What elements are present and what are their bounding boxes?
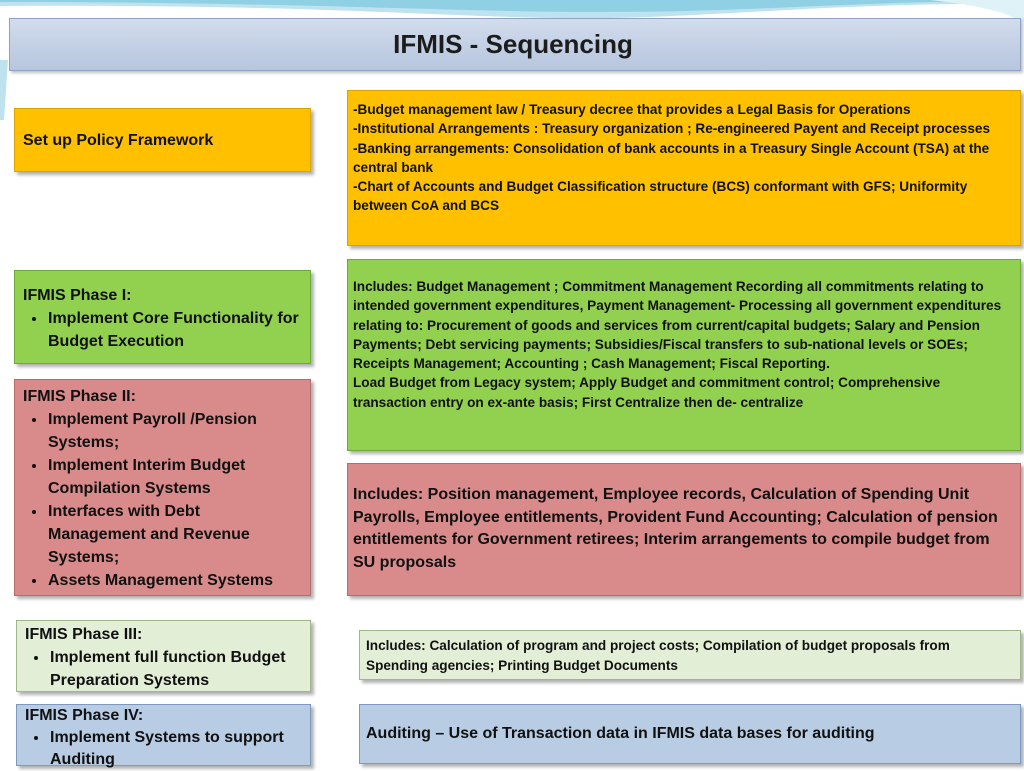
desc-line: Auditing – Use of Transaction data in IF… bbox=[366, 725, 875, 742]
desc-phase-1: Includes: Budget Management ; Commitment… bbox=[347, 259, 1021, 451]
desc-line: Includes: Position management, Employee … bbox=[353, 486, 998, 571]
bullet-item: Interfaces with Debt Management and Reve… bbox=[47, 500, 302, 569]
label-phase-4: IFMIS Phase IV: Implement Systems to sup… bbox=[16, 704, 311, 768]
label-phase-3: IFMIS Phase III: Implement full function… bbox=[16, 620, 311, 692]
label-head: Set up Policy Framework bbox=[23, 131, 214, 149]
desc-phase-4: Auditing – Use of Transaction data in IF… bbox=[359, 704, 1021, 764]
bullet-list: Implement Payroll /Pension Systems; Impl… bbox=[23, 408, 302, 592]
desc-line: -Chart of Accounts and Budget Classifica… bbox=[353, 179, 968, 214]
title-bar: IFMIS - Sequencing bbox=[9, 18, 1021, 71]
bullet-item: Assets Management Systems bbox=[47, 569, 302, 592]
label-head: IFMIS Phase IV: bbox=[25, 707, 144, 724]
page-title: IFMIS - Sequencing bbox=[393, 29, 633, 59]
desc-phase-3: Includes: Calculation of program and pro… bbox=[359, 630, 1021, 680]
bullet-list: Implement Core Functionality for Budget … bbox=[23, 307, 302, 353]
label-phase-2: IFMIS Phase II: Implement Payroll /Pensi… bbox=[14, 379, 311, 596]
label-head: IFMIS Phase III: bbox=[25, 626, 143, 643]
desc-policy-framework: -Budget management law / Treasury decree… bbox=[347, 90, 1021, 246]
label-head: IFMIS Phase II: bbox=[23, 388, 136, 405]
desc-line: Includes: Calculation of program and pro… bbox=[366, 638, 950, 673]
decorative-left-edge bbox=[0, 60, 8, 120]
label-head: IFMIS Phase I: bbox=[23, 287, 132, 304]
bullet-item: Implement Payroll /Pension Systems; bbox=[47, 408, 302, 454]
desc-line: Load Budget from Legacy system; Apply Bu… bbox=[353, 375, 941, 410]
label-phase-1: IFMIS Phase I: Implement Core Functional… bbox=[14, 270, 311, 364]
desc-line: -Institutional Arrangements : Treasury o… bbox=[353, 121, 991, 137]
desc-line: Includes: Budget Management ; Commitment… bbox=[353, 279, 1002, 372]
decorative-wave bbox=[0, 0, 1024, 22]
bullet-item: Implement full function Budget Preparati… bbox=[49, 646, 302, 692]
bullet-item: Implement Systems to support Auditing bbox=[49, 727, 302, 771]
bullet-list: Implement Systems to support Auditing bbox=[25, 727, 302, 771]
bullet-item: Implement Interim Budget Compilation Sys… bbox=[47, 454, 302, 500]
desc-phase-2: Includes: Position management, Employee … bbox=[347, 463, 1021, 596]
desc-line: -Budget management law / Treasury decree… bbox=[353, 102, 911, 117]
label-policy-framework: Set up Policy Framework bbox=[14, 108, 311, 172]
bullet-item: Implement Core Functionality for Budget … bbox=[47, 307, 302, 353]
bullet-list: Implement full function Budget Preparati… bbox=[25, 646, 302, 692]
desc-line: -Banking arrangements: Consolidation of … bbox=[353, 140, 990, 175]
